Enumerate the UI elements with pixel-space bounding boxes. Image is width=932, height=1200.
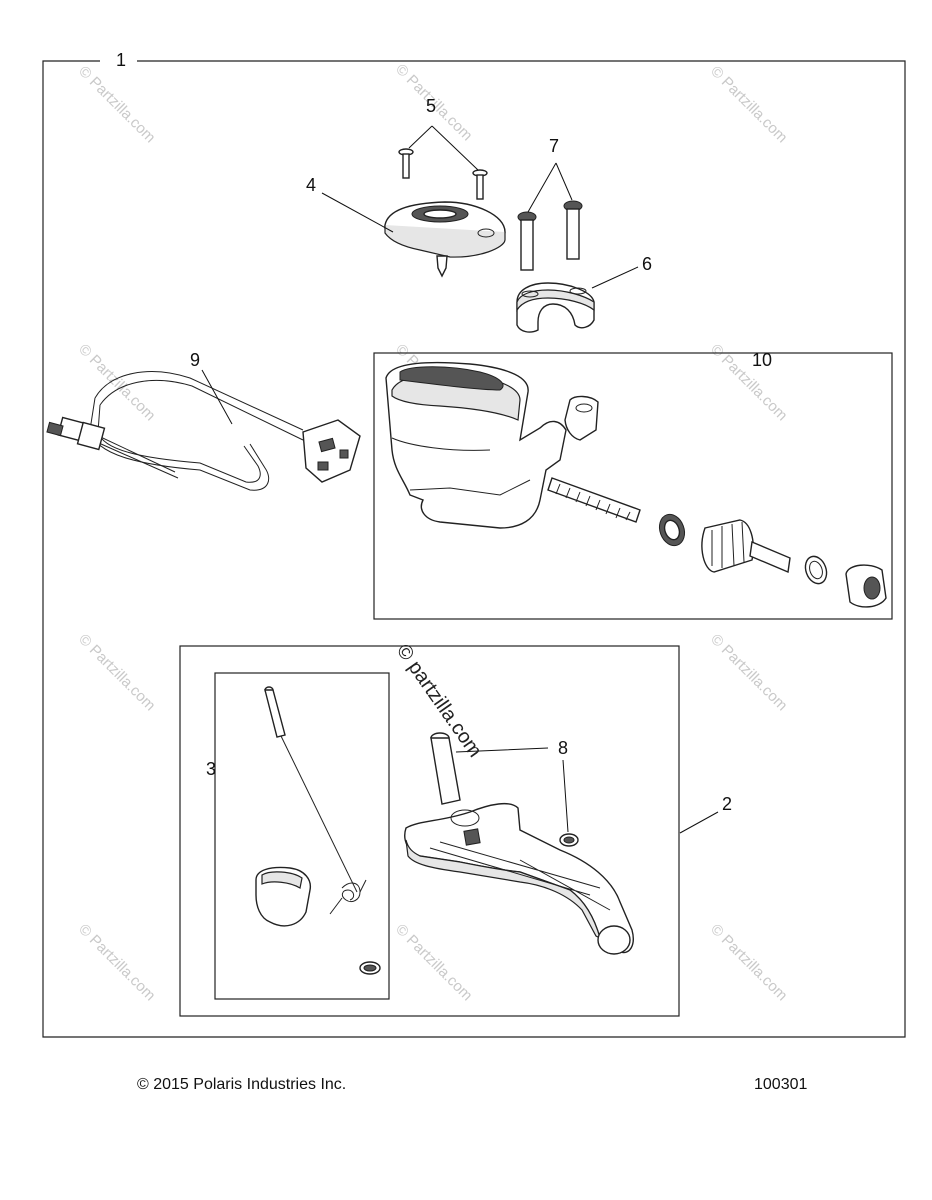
frame-3-lever-parts	[214, 672, 390, 1000]
watermark-tile: © Partzilla.com	[707, 63, 790, 146]
frame-10-master-cylinder	[373, 352, 893, 620]
callout-2: 2	[722, 794, 732, 814]
leader-9	[201, 369, 233, 425]
watermark-tile: © Partzilla.com	[707, 631, 790, 714]
leader-6	[591, 266, 639, 289]
callout-8: 8	[558, 738, 568, 758]
watermark-tile: © Partzilla.com	[392, 921, 475, 1004]
watermark-tile: © Partzilla.com	[75, 921, 158, 1004]
part-8-pivot-pin	[430, 732, 579, 847]
callout-10: 10	[752, 350, 772, 370]
callout-4: 4	[306, 175, 316, 195]
part-2-brake-lever	[404, 802, 634, 955]
assembly-frame	[42, 60, 906, 1038]
part-3-lever-parts	[255, 686, 381, 975]
watermark-tile: © Partzilla.com	[75, 341, 158, 424]
callout-5: 5	[426, 96, 436, 116]
part-5-screws	[398, 148, 488, 200]
callout-3: 3	[206, 759, 216, 779]
leader-5	[408, 125, 479, 171]
watermark-tile: © Partzilla.com	[75, 631, 158, 714]
part-4-reservoir-cover	[384, 201, 506, 278]
part-9-brake-switch	[46, 371, 361, 491]
callout-6: 6	[642, 254, 652, 274]
copyright-notice: © 2015 Polaris Industries Inc.	[137, 1076, 347, 1093]
watermark-tile: © Partzilla.com	[75, 63, 158, 146]
leader-4	[321, 192, 394, 233]
leader-2	[679, 811, 719, 834]
leader-7	[527, 162, 573, 213]
figure-number: 100301	[754, 1076, 808, 1093]
watermark-tile: © Partzilla.com	[707, 921, 790, 1004]
callout-1: 1	[116, 50, 126, 70]
part-10-master-cylinder	[385, 361, 887, 608]
part-6-clamp	[516, 282, 595, 333]
part-7-bolts	[517, 200, 583, 271]
frame-2-lever-assembly	[179, 645, 680, 1017]
callout-9: 9	[190, 350, 200, 370]
leader-8	[455, 747, 569, 833]
callout-7: 7	[549, 136, 559, 156]
